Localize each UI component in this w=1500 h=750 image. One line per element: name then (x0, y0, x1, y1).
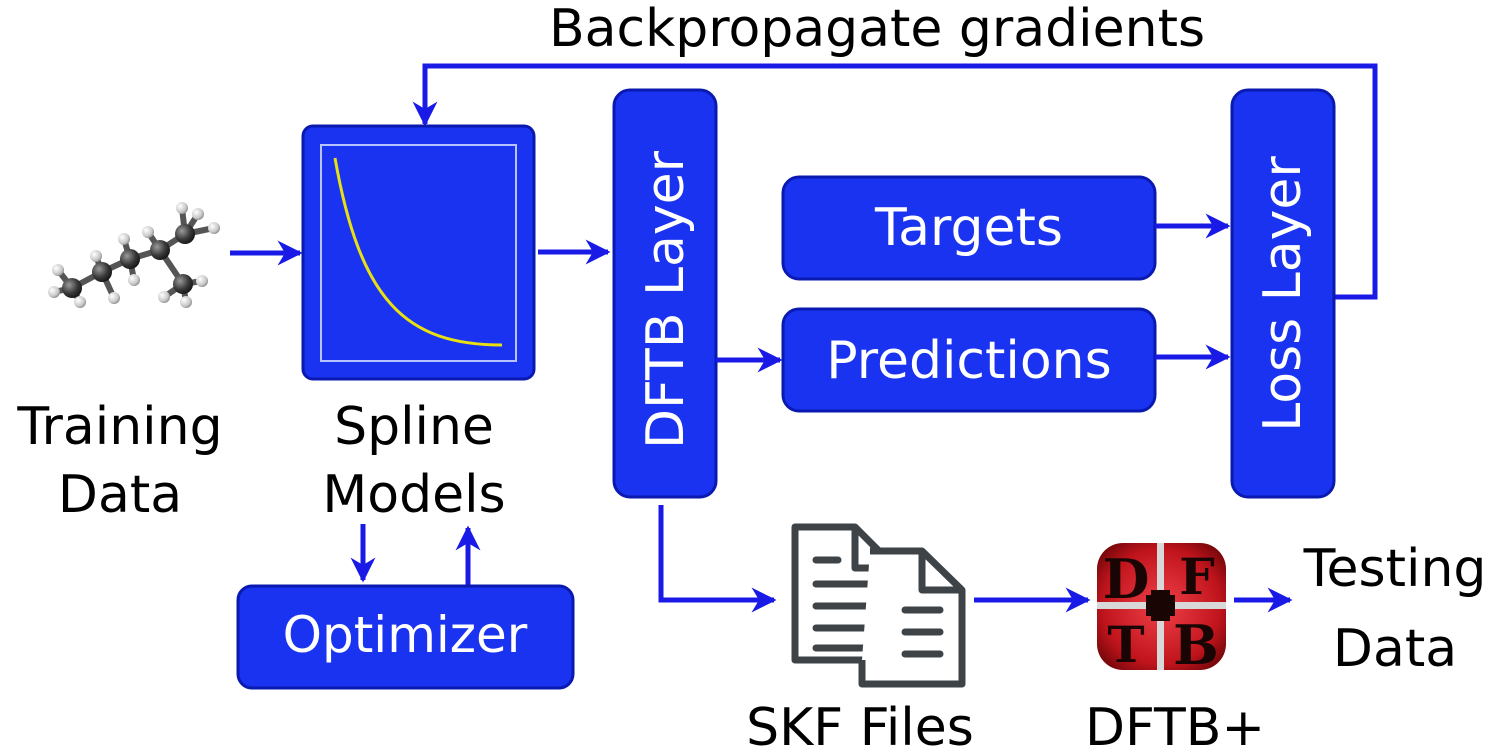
spline-models-label: Spline (334, 397, 494, 457)
predictions-label: Predictions (826, 331, 1111, 391)
loss-layer-label: Loss Layer (1253, 156, 1313, 432)
backprop-arrow (412, 63, 1378, 300)
logo-letter-b: B (1173, 613, 1219, 677)
dftb-plus-label: DFTB+ (1085, 698, 1265, 750)
arrow-dftb-to-skf (658, 505, 777, 613)
loss-layer-box: Loss Layer (1230, 88, 1336, 499)
testing-data-label-line2: Data (1333, 619, 1457, 679)
training-data-label-line2: Data (58, 465, 182, 525)
spline-models-label-line2: Models (322, 465, 505, 525)
optimizer-box: Optimizer (236, 584, 575, 690)
spline-curve-icon (333, 157, 503, 347)
logo-letter-f: F (1179, 547, 1215, 606)
dftb-layer-box: DFTB Layer (612, 88, 718, 499)
training-data-label: Training (16, 397, 222, 457)
document-icon-second (858, 547, 966, 688)
logo-letter-t: T (1107, 615, 1144, 674)
skf-files-label: SKF Files (746, 698, 974, 750)
spline-models-box (301, 124, 536, 381)
dftb-layer-label: DFTB Layer (636, 150, 696, 449)
molecule-icon (48, 202, 220, 308)
testing-data-label: Testing (1303, 539, 1487, 599)
optimizer-label: Optimizer (283, 606, 528, 664)
logo-letter-d: D (1103, 547, 1150, 611)
targets-box: Targets (781, 175, 1157, 281)
predictions-box: Predictions (781, 307, 1157, 413)
targets-label: Targets (874, 198, 1063, 258)
diagram-title: Backpropagate gradients (549, 0, 1205, 59)
dftb-plus-logo: D F T B (1097, 543, 1226, 677)
